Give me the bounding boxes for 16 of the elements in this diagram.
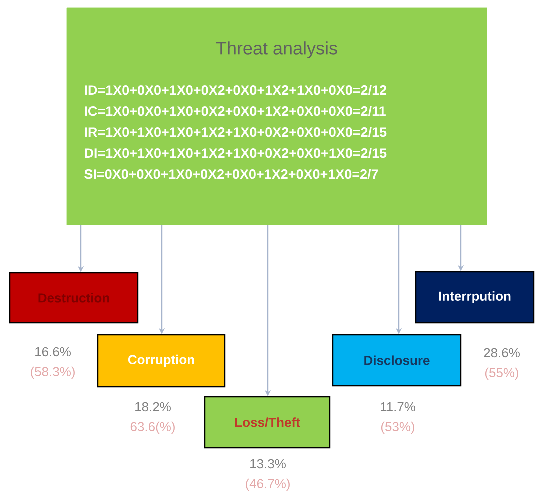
threat-box: Interrpution [415,271,535,324]
percentage-label: 13.3% [250,459,286,469]
analysis-box: Threat analysis ID=1X0+0X0+1X0+0X2+0X0+1X2+1X0+0X0=2/12 IC=1X0+0X0+1X0+0X2+0X0+1X2+0X0+0X0=2/11 IR=1X0+1X0+1X0+1X2+1X0+0X2+0X0+0X0=2/15 DI=1X0+1X0+1X0+1X2+1X0+0X2+0X0+1X0=2/15 SI=0X0+0X0+1X0+0X2+0X0+1X2+0X0+1X0=2/7 [66,8,488,226]
threat-box: Corruption [97,334,226,388]
threat-box: Loss/Theft [204,396,331,449]
threat-box: Disclosure [332,334,462,387]
percentage-label: 11.7% [381,402,416,412]
percentage-label: 18.2% [136,402,171,412]
threat-box: Destruction [9,272,139,324]
percentage-label: (53%) [381,422,415,434]
percentage-label: (55%) [485,368,519,380]
percentage-label: 16.6% [36,347,71,357]
percentage-label: (58.3%) [31,366,75,380]
percentage-label: 63.6(%) [130,422,175,434]
percentage-label: (46.7%) [246,478,290,492]
percentage-label: 28.6% [484,348,520,358]
